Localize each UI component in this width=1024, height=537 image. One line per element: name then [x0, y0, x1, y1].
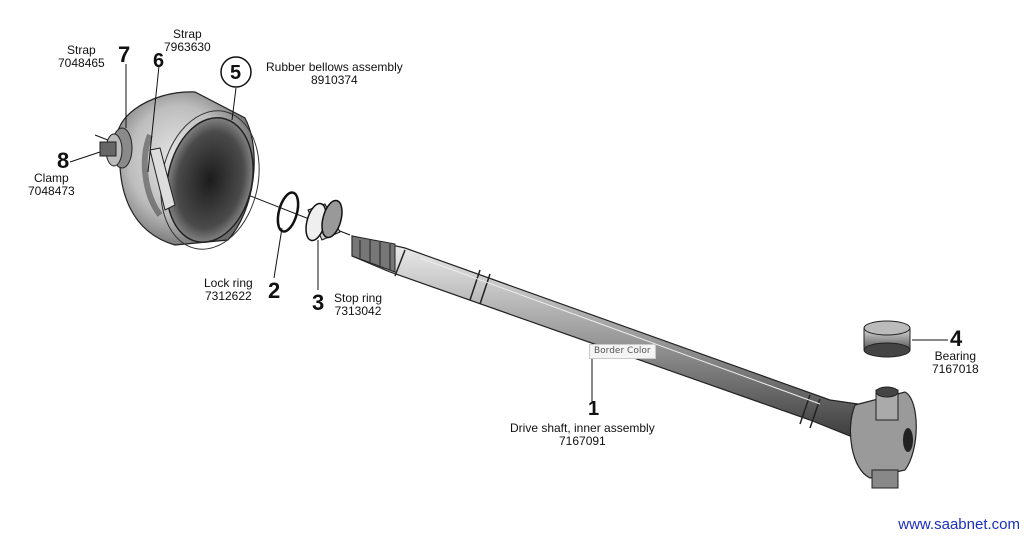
- site-link[interactable]: www.saabnet.com: [898, 516, 1020, 533]
- part-no-1: 7167091: [559, 434, 606, 448]
- label-lock-ring: Lock ring 7312622: [204, 277, 253, 303]
- drive-shaft-drawing: [351, 235, 917, 489]
- bearing-cap-drawing: [863, 320, 911, 358]
- part-no-2: 7312622: [204, 289, 252, 303]
- part-number-3: 3: [312, 290, 325, 315]
- part-number-2: 2: [268, 278, 281, 303]
- label-clamp: Clamp 7048473: [28, 172, 75, 198]
- strap-6-drawing: [149, 147, 176, 211]
- part-number-1: 1: [588, 398, 600, 420]
- part-number-6: 6: [153, 50, 165, 72]
- label-strap-7: Strap 7048465: [58, 44, 105, 70]
- leader-lines: [69, 64, 948, 402]
- part-name-6: Strap: [173, 27, 202, 41]
- part-name-5: Rubber bellows assembly: [266, 60, 403, 74]
- stop-ring-drawing: [305, 199, 343, 242]
- part-no-4: 7167018: [932, 362, 979, 376]
- clamp-strap-drawing: [99, 127, 133, 169]
- tooltip: Border Color: [589, 344, 656, 359]
- label-drive-shaft: Drive shaft, inner assembly 7167091: [510, 422, 655, 448]
- part-no-6: 7963630: [164, 40, 211, 54]
- part-number-8: 8: [57, 148, 70, 173]
- part-number-4: 4: [950, 326, 963, 351]
- part-no-7: 7048465: [58, 56, 105, 70]
- part-name-3: Stop ring: [334, 291, 383, 305]
- label-rubber-bellows: Rubber bellows assembly 8910374: [266, 61, 403, 87]
- part-name-4: Bearing: [934, 349, 977, 363]
- label-strap-6: Strap 7963630: [164, 28, 211, 54]
- part-no-8: 7048473: [28, 184, 75, 198]
- part-5-circle: [220, 56, 252, 88]
- part-number-5: 5: [230, 62, 242, 84]
- part-no-3: 7313042: [334, 304, 382, 318]
- part-no-5: 8910374: [311, 73, 358, 87]
- lock-ring-drawing: [276, 191, 300, 233]
- part-name-8: Clamp: [34, 171, 69, 185]
- rubber-bellows-drawing: [116, 91, 260, 250]
- label-stop-ring: Stop ring 7313042: [334, 292, 382, 318]
- part-number-7: 7: [118, 42, 131, 67]
- label-bearing: Bearing 7167018: [932, 350, 979, 376]
- part-name-2: Lock ring: [204, 276, 253, 290]
- part-name-7: Strap: [67, 43, 96, 57]
- part-name-1: Drive shaft, inner assembly: [510, 421, 655, 435]
